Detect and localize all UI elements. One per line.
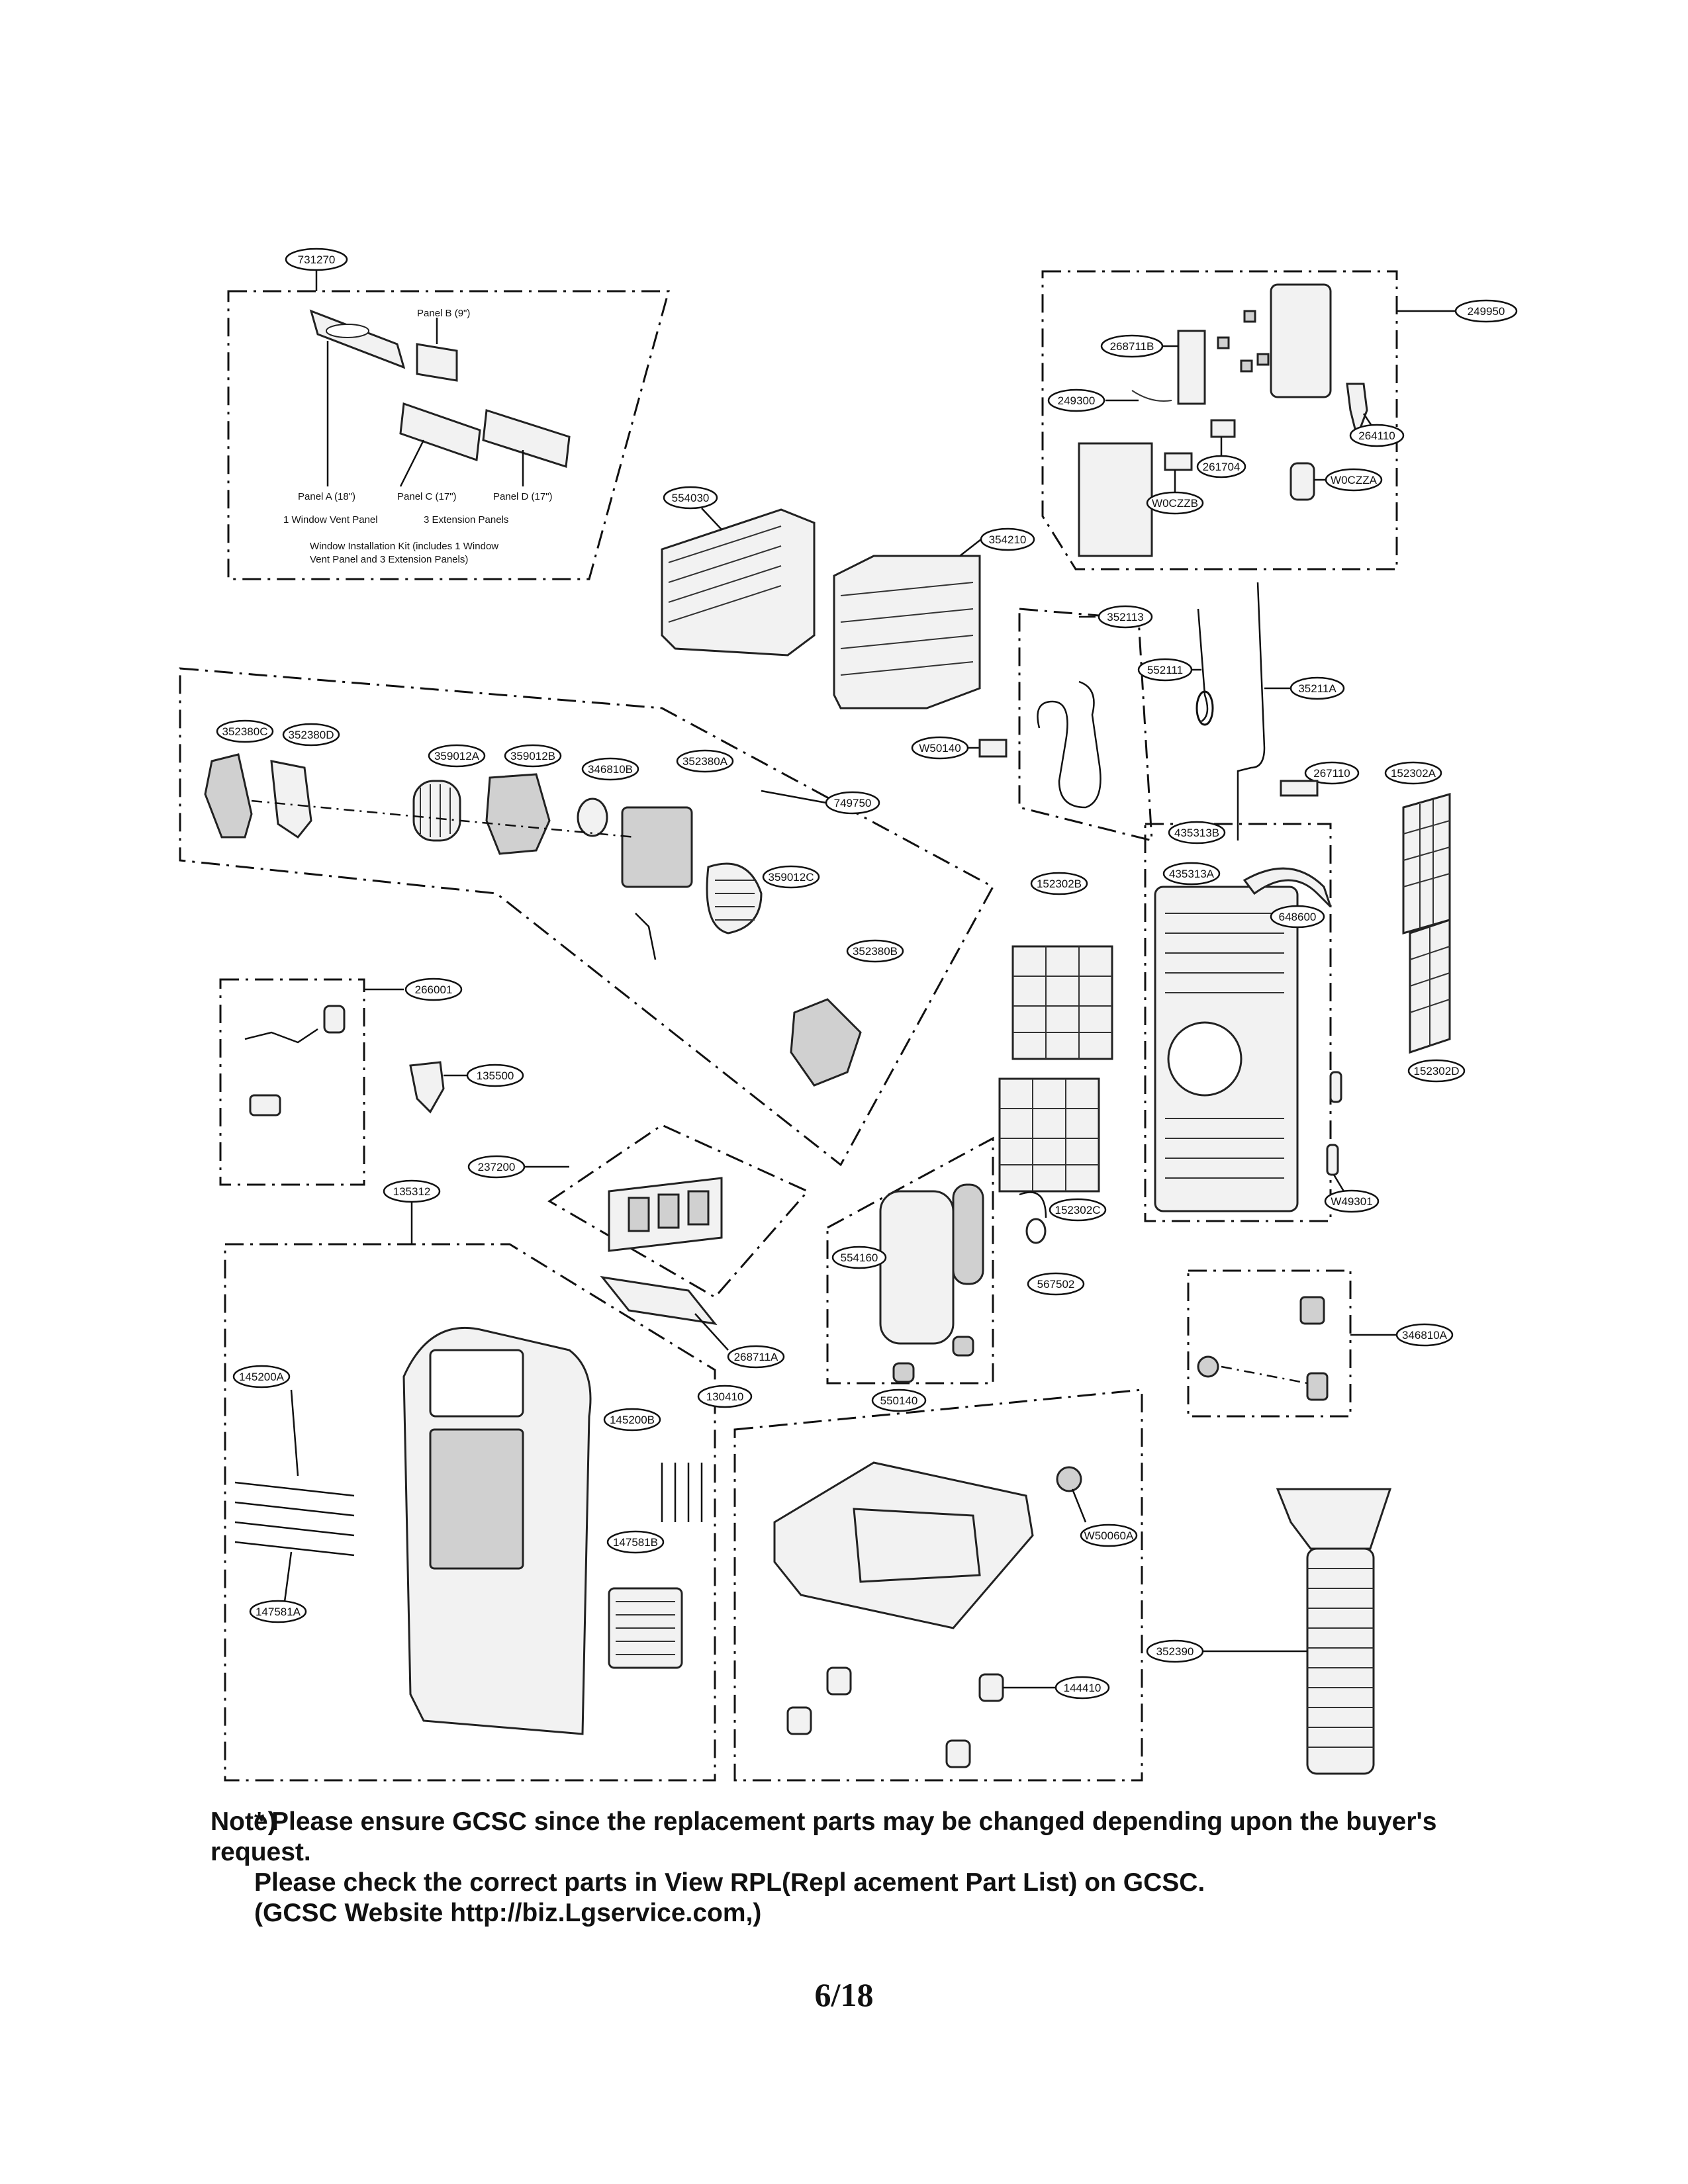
label-130410: 130410	[706, 1390, 744, 1403]
label-554160: 554160	[841, 1251, 878, 1264]
note-line3: (GCSC Website http://biz.Lgservice.com,)	[254, 1899, 762, 1927]
label-266001: 266001	[415, 983, 453, 996]
label-135312: 135312	[393, 1185, 431, 1198]
cabinet-group: 135312 145200A 147581A 145200B 147581B	[224, 1179, 716, 1782]
note-line2: Please check the correct parts in View R…	[254, 1868, 1205, 1897]
label-749750: 749750	[834, 797, 872, 809]
label-152302a: 152302A	[1391, 767, 1436, 780]
label-145200b: 145200B	[610, 1414, 655, 1426]
note-line1: * Please ensure GCSC since the replaceme…	[211, 1807, 1437, 1866]
label-352380d: 352380D	[288, 729, 334, 741]
label-145200a: 145200A	[239, 1371, 285, 1383]
note-prefix: Note)	[211, 1807, 277, 1836]
label-249300: 249300	[1058, 394, 1096, 407]
label-152302d: 152302D	[1413, 1065, 1459, 1077]
vent-panel-label: 1 Window Vent Panel	[283, 514, 378, 525]
label-435313b: 435313B	[1174, 827, 1219, 839]
label-352380b: 352380B	[853, 945, 898, 958]
label-w0czzb: W0CZZB	[1152, 497, 1198, 510]
kit-desc-line1: Window Installation Kit (includes 1 Wind…	[310, 541, 498, 552]
label-346810a: 346810A	[1402, 1329, 1448, 1342]
page-number: 6/18	[814, 1976, 874, 2013]
label-346810b: 346810B	[588, 763, 633, 776]
label-261704: 261704	[1203, 461, 1241, 473]
label-359012c: 359012C	[768, 871, 814, 884]
label-268711b: 268711B	[1110, 340, 1154, 353]
label-354210: 354210	[989, 533, 1027, 546]
label-w49301: W49301	[1331, 1195, 1372, 1208]
blower-group: 352380C 352380D 359012A 359012B 346810B …	[179, 667, 995, 1167]
label-554030: 554030	[672, 492, 710, 504]
kit-desc-line2: Vent Panel and 3 Extension Panels)	[310, 554, 468, 565]
exhaust-duct-group: 352390	[1146, 1488, 1392, 1775]
label-35211a: 35211A	[1298, 682, 1336, 695]
label-359012a: 359012A	[434, 750, 480, 762]
label-550140: 550140	[880, 1394, 918, 1407]
label-152302b: 152302B	[1037, 878, 1082, 890]
label-144410: 144410	[1064, 1682, 1102, 1694]
switch-group: 266001 135500	[219, 978, 524, 1186]
tubing-group: 352113 552111 35211A	[1018, 582, 1345, 842]
pcb-group: 237200 268711A	[467, 1124, 810, 1369]
label-249950: 249950	[1468, 305, 1505, 318]
label-147581a: 147581A	[256, 1606, 301, 1618]
label-264110: 264110	[1358, 430, 1395, 442]
label-552111: 552111	[1147, 664, 1183, 676]
footnote: Note)* Please ensure GCSC since the repl…	[211, 1807, 1534, 1929]
front-grille-group: 267110 152302A 435313B 435313A 648600 15…	[998, 761, 1466, 1222]
coils-group: 554030 354210	[661, 486, 1035, 709]
label-648600: 648600	[1279, 911, 1317, 923]
control-box-group: 249950 268711B 249300 264110 261704 W0CZ…	[1041, 270, 1518, 570]
label-w0czza: W0CZZA	[1331, 474, 1378, 486]
panel-d-label: Panel D (17")	[493, 491, 553, 502]
extension-panels-label: 3 Extension Panels	[424, 514, 508, 525]
panel-a-label: Panel A (18")	[298, 491, 355, 502]
compressor-group: 554160 567502 550140	[826, 1136, 1085, 1412]
motor-group: 346810A	[1187, 1269, 1454, 1418]
label-352113: 352113	[1107, 611, 1143, 623]
base-group: 130410 W50060A 144410	[697, 1385, 1143, 1782]
label-268711a: 268711A	[734, 1351, 778, 1363]
label-352380a: 352380A	[682, 755, 728, 768]
panel-b-label: Panel B (9")	[417, 308, 470, 319]
label-237200: 237200	[478, 1161, 516, 1173]
label-w50140: W50140	[919, 742, 961, 754]
label-w50060a: W50060A	[1084, 1529, 1134, 1542]
label-435313a: 435313A	[1169, 868, 1215, 880]
label-352380c: 352380C	[222, 725, 267, 738]
label-135500: 135500	[477, 1069, 514, 1082]
label-267110: 267110	[1313, 767, 1350, 780]
label-152302c: 152302C	[1055, 1204, 1100, 1216]
panel-c-label: Panel C (17")	[397, 491, 457, 502]
label-359012b: 359012B	[510, 750, 555, 762]
label-731270: 731270	[298, 253, 336, 266]
window-kit-group: 731270 Panel B (9") Panel A (18") Panel …	[227, 248, 670, 580]
label-352390: 352390	[1156, 1645, 1194, 1658]
label-147581b: 147581B	[613, 1536, 658, 1549]
label-567502: 567502	[1037, 1278, 1075, 1291]
